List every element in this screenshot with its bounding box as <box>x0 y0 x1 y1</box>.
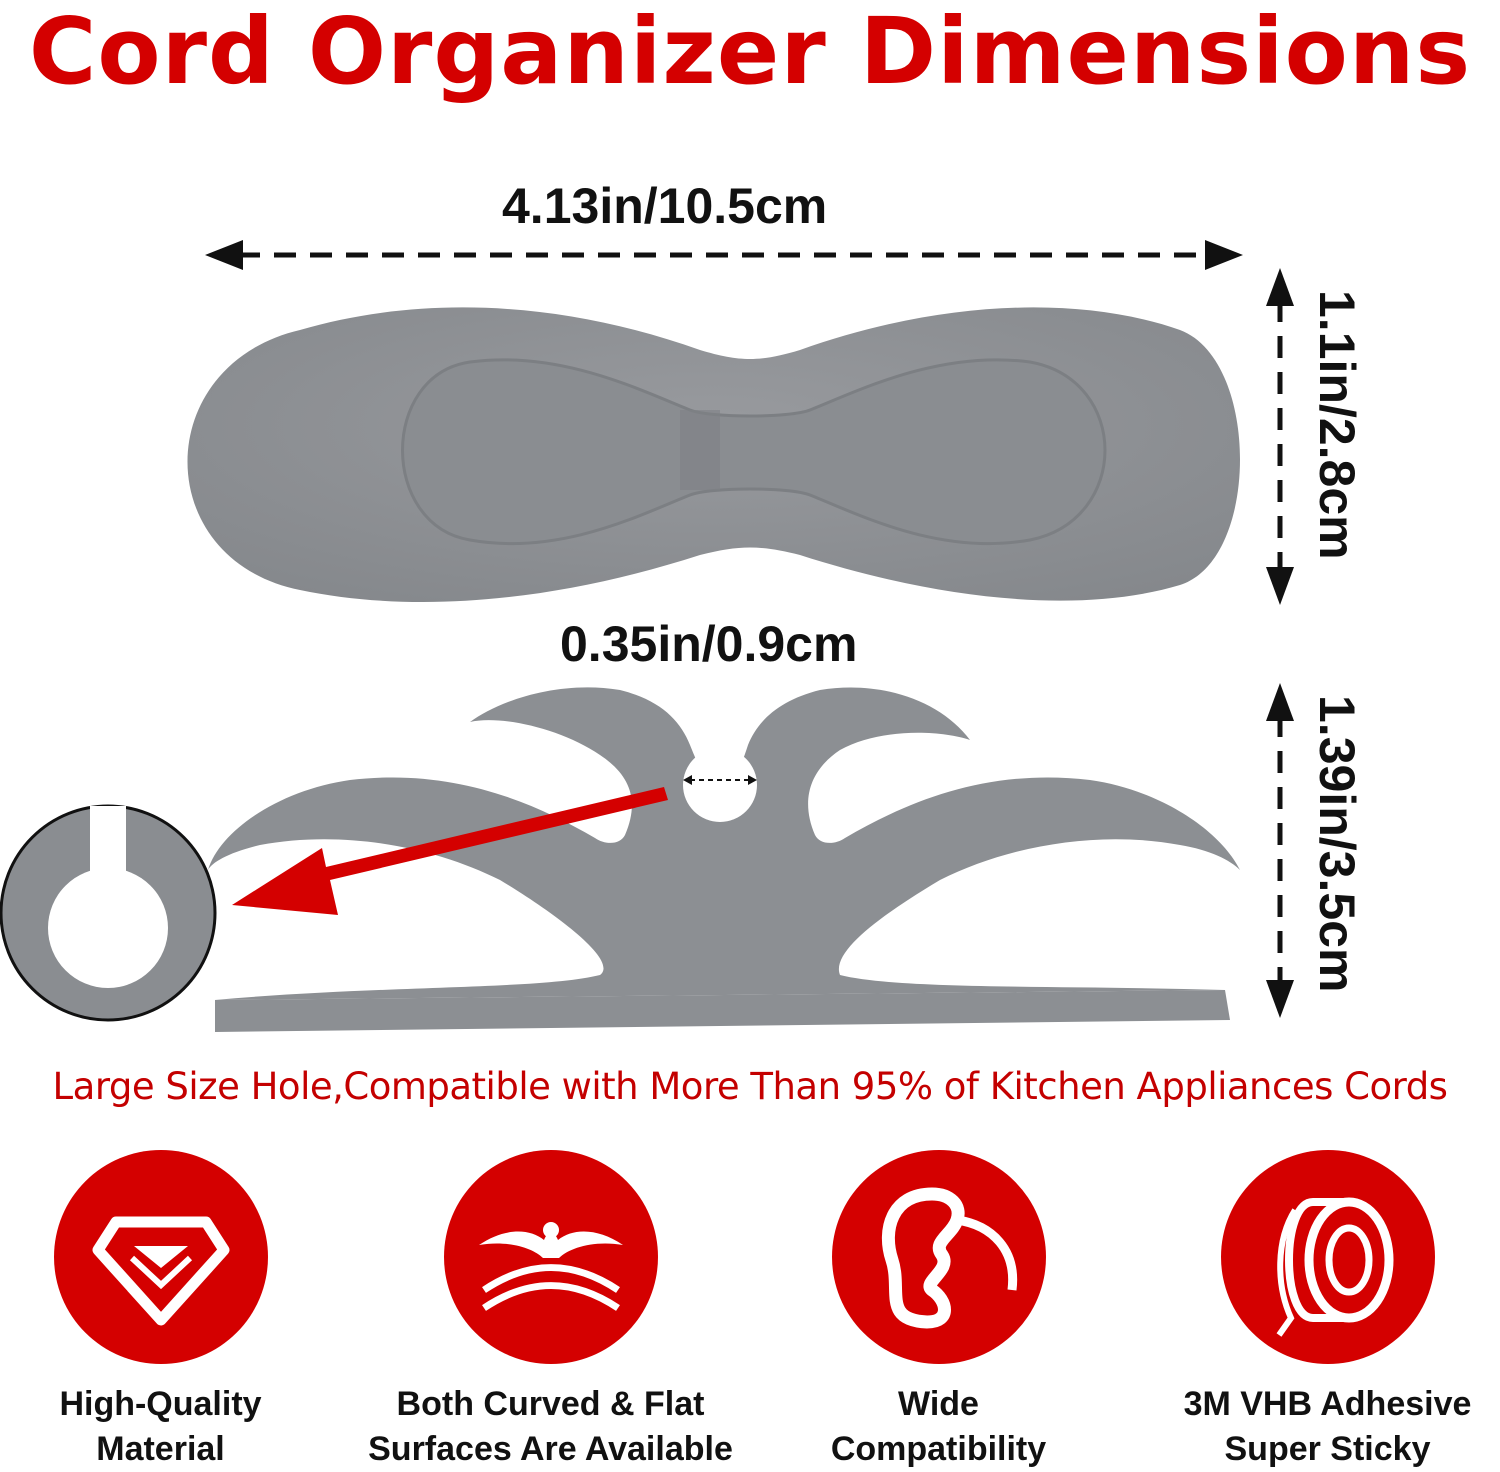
feature-adhesive-line2: Super Sticky <box>1224 1430 1431 1468</box>
feature-adhesive-line1: 3M VHB Adhesive <box>1183 1385 1472 1423</box>
feature-compatibility: Wide Compatibility <box>751 1150 1126 1472</box>
product-illustration <box>0 240 1294 1032</box>
page-title: Cord Organizer Dimensions <box>28 0 1472 105</box>
diamond-icon <box>53 1150 268 1364</box>
tape-roll-icon <box>1220 1150 1435 1364</box>
pointer-arrow <box>232 787 668 915</box>
feature-adhesive: 3M VHB Adhesive Super Sticky <box>1140 1150 1500 1472</box>
compatibility-caption: Large Size Hole,Compatible with More Tha… <box>52 1065 1448 1108</box>
height-bottom-dimension: 1.39in/3.5cm <box>1309 695 1365 993</box>
cord-hole <box>683 748 757 822</box>
height-top-dimension: 1.1in/2.8cm <box>1309 290 1365 560</box>
width-dimension: 4.13in/10.5cm <box>502 178 828 234</box>
feature-quality-line2: Material <box>96 1430 225 1468</box>
feature-surfaces: Both Curved & Flat Surfaces Are Availabl… <box>363 1150 738 1472</box>
feature-surfaces-line1: Both Curved & Flat <box>396 1385 705 1423</box>
feature-quality: High-Quality Material <box>0 1150 348 1472</box>
surface-icon <box>443 1150 658 1364</box>
feature-compatibility-line2: Compatibility <box>830 1430 1047 1468</box>
feature-compatibility-line1: Wide <box>898 1385 979 1423</box>
hole-dimension: 0.35in/0.9cm <box>560 616 858 672</box>
feature-quality-line1: High-Quality <box>59 1385 262 1423</box>
cord-icon <box>831 1150 1046 1364</box>
feature-surfaces-line2: Surfaces Are Available <box>368 1430 733 1468</box>
organizer-side-view <box>215 990 1230 1032</box>
